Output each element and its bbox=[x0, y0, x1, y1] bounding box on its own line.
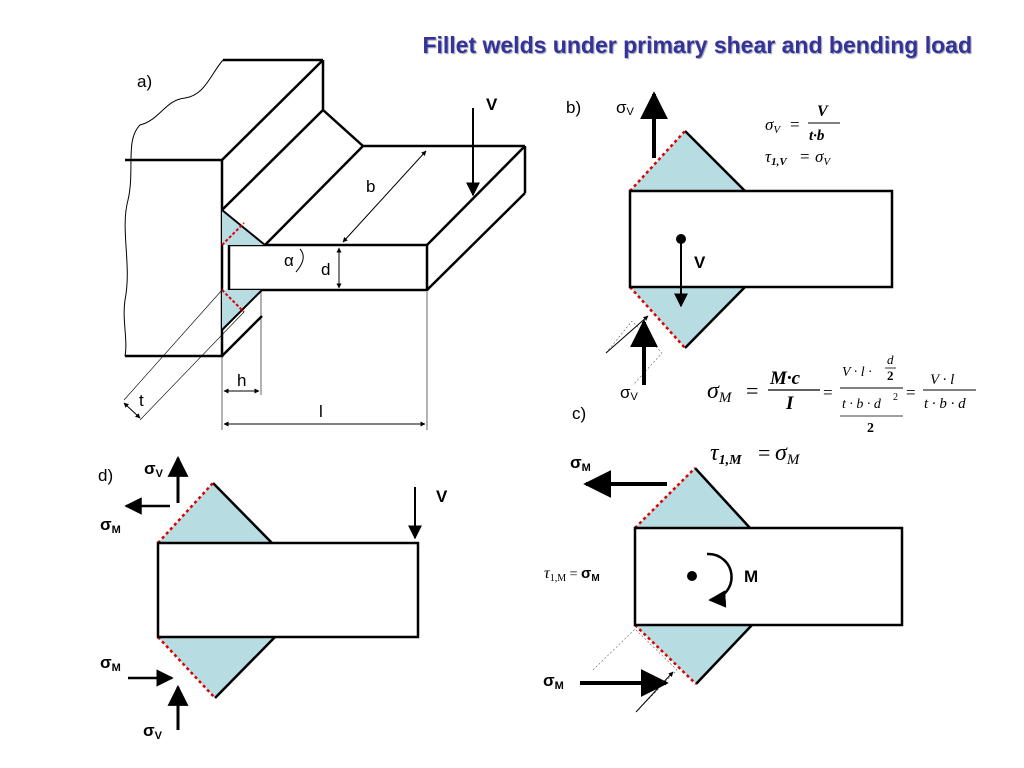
svg-text:σV: σV bbox=[765, 115, 781, 136]
svg-text:σV: σV bbox=[815, 147, 831, 168]
panel-d: d) V σV σM σM σV bbox=[98, 455, 448, 742]
plate-c bbox=[633, 526, 904, 627]
sigma-v-label-bottom: σV bbox=[620, 383, 639, 403]
sigma-m-label-bottom: σM bbox=[543, 671, 564, 692]
svg-text:=: = bbox=[758, 440, 770, 465]
dim-l-label: l bbox=[319, 402, 323, 421]
sigma-m-label-top: σM bbox=[570, 453, 591, 474]
svg-text:V · l ·: V · l · bbox=[842, 365, 872, 380]
plate-front-face bbox=[227, 243, 429, 292]
svg-text:=: = bbox=[800, 147, 810, 166]
svg-text:=: = bbox=[823, 383, 833, 402]
svg-text:τ1,V: τ1,V bbox=[765, 147, 788, 168]
dim-t-label: t bbox=[139, 391, 144, 410]
dim-b-line bbox=[342, 150, 427, 243]
svg-text:2: 2 bbox=[893, 392, 898, 403]
svg-text:t · b · d: t · b · d bbox=[842, 397, 882, 412]
panel-c: c) τ1,M = σM σM τ1,M = σM M σM bbox=[543, 404, 904, 713]
dim-d-label: d bbox=[321, 260, 330, 279]
tau-1m-label: τ1,M = σM bbox=[544, 565, 600, 584]
svg-text:=: = bbox=[746, 378, 758, 403]
weld-d-upper bbox=[158, 483, 272, 543]
wall-front-face bbox=[125, 158, 224, 358]
equation-tau-1m: τ1,M = σM bbox=[710, 440, 801, 468]
svg-text:t · b · d: t · b · d bbox=[924, 396, 966, 412]
svg-text:=: = bbox=[790, 115, 800, 134]
moment-label: M bbox=[744, 567, 758, 586]
force-v-label-d: V bbox=[436, 487, 448, 506]
plate-b bbox=[628, 189, 894, 289]
svg-text:2: 2 bbox=[887, 368, 894, 383]
moment-center bbox=[687, 571, 697, 581]
panel-b: b) σV V σV σV = V t·b τ1,V = σV bbox=[566, 91, 894, 403]
plate-d bbox=[156, 541, 420, 639]
force-v-label-b: V bbox=[694, 253, 706, 272]
panel-c-label: c) bbox=[572, 404, 586, 423]
svg-text:M·c: M·c bbox=[769, 368, 801, 389]
moment-arrow bbox=[706, 552, 733, 608]
equation-sigma-m: σM = M·c I = V · l · d 2 t · b · d 2 2 =… bbox=[707, 352, 976, 436]
sigma-v-label-d-bottom: σV bbox=[143, 721, 163, 742]
force-v-label: V bbox=[486, 95, 498, 114]
page-title: Fillet welds under primary shear and ben… bbox=[422, 32, 972, 58]
weld-d-lower bbox=[158, 637, 275, 698]
svg-text:V · l: V · l bbox=[930, 372, 954, 388]
sigma-m-label-d-bottom: σM bbox=[100, 653, 121, 674]
sigma-v-label-top: σV bbox=[616, 98, 635, 118]
svg-text:2: 2 bbox=[867, 421, 874, 436]
weld-b-upper bbox=[630, 131, 745, 191]
sigma-v-label-d-top: σV bbox=[144, 459, 164, 480]
dim-b-label: b bbox=[366, 177, 375, 196]
panel-a: a) V b d bbox=[123, 58, 527, 430]
load-point bbox=[676, 234, 686, 244]
svg-text:I: I bbox=[785, 393, 794, 414]
angle-alpha-arc bbox=[295, 248, 304, 273]
svg-text:V: V bbox=[817, 103, 829, 120]
panel-d-label: d) bbox=[98, 466, 113, 485]
sigma-m-label-d-top: σM bbox=[100, 515, 121, 536]
panel-b-label: b) bbox=[566, 98, 581, 117]
equation-tau-1v: τ1,V = σV bbox=[765, 147, 831, 168]
weld-c-upper bbox=[635, 468, 750, 528]
svg-text:d: d bbox=[887, 352, 894, 367]
svg-text:σM: σM bbox=[775, 440, 801, 468]
svg-text:σM: σM bbox=[707, 378, 733, 406]
dim-t-line bbox=[123, 402, 141, 419]
weld-b-lower bbox=[630, 287, 745, 348]
weld-c-lower bbox=[635, 625, 752, 684]
svg-text:t·b: t·b bbox=[809, 128, 825, 144]
wall-break-line bbox=[123, 59, 224, 357]
equation-sigma-v: σV = V t·b bbox=[765, 103, 840, 144]
svg-text:τ1,M: τ1,M bbox=[710, 440, 742, 468]
angle-alpha-label: α bbox=[284, 251, 294, 270]
panel-a-label: a) bbox=[137, 72, 152, 91]
dim-h-label: h bbox=[237, 371, 246, 390]
svg-text:=: = bbox=[906, 383, 916, 402]
